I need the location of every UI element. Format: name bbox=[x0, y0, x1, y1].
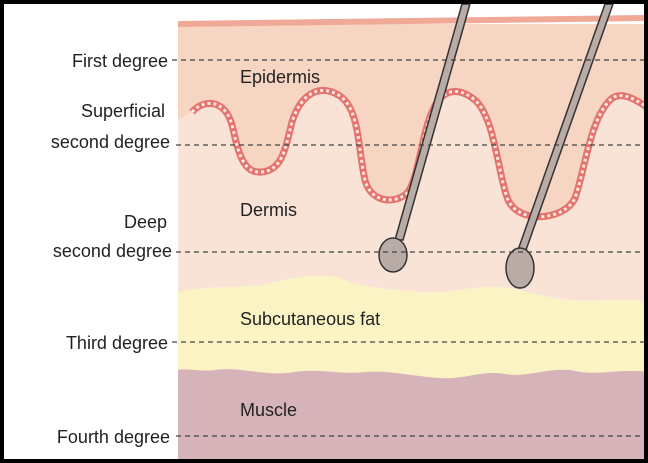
skin-cross-section: First degree Superficial second degree D… bbox=[4, 4, 644, 459]
first-degree-label: First degree bbox=[72, 51, 168, 71]
superficial-second-degree-label: Superficial second degree bbox=[51, 101, 170, 152]
deep-second-degree-label: Deep second degree bbox=[53, 212, 172, 261]
epidermis-label: Epidermis bbox=[240, 67, 320, 87]
subcutaneous-fat-label: Subcutaneous fat bbox=[240, 309, 380, 329]
third-degree-label: Third degree bbox=[66, 333, 168, 353]
muscle-label: Muscle bbox=[240, 400, 297, 420]
skin-surface bbox=[178, 18, 644, 24]
fourth-degree-label: Fourth degree bbox=[57, 427, 170, 447]
dermis-label: Dermis bbox=[240, 200, 297, 220]
